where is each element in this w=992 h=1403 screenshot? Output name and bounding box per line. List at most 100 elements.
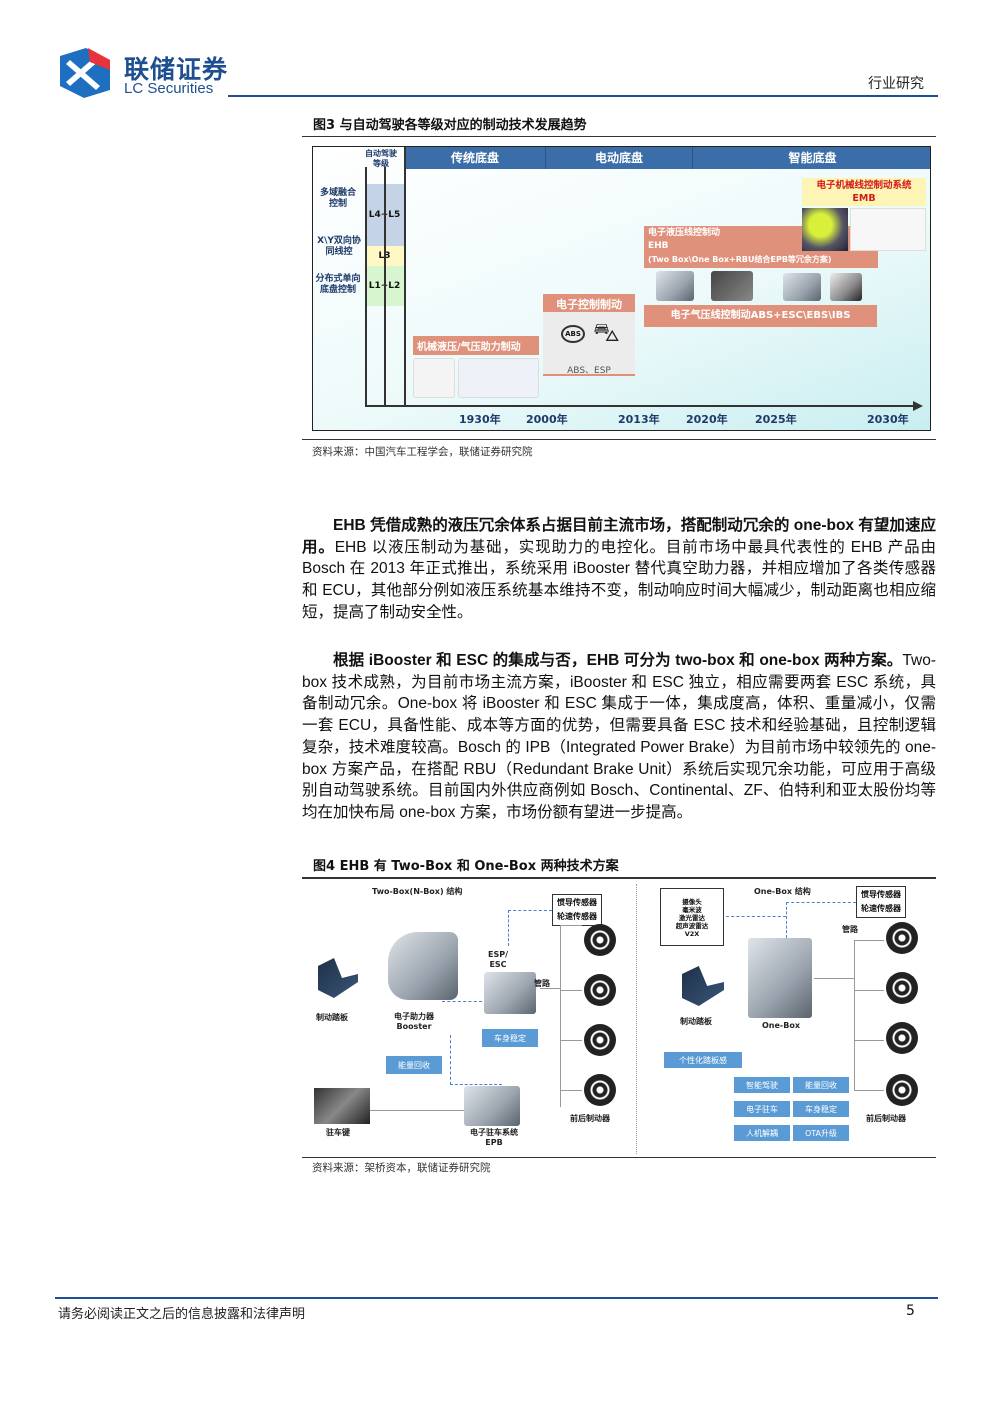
paragraph-ehb: EHB 凭借成熟的液压冗余体系占据目前主流市场，搭配制动冗余的 one-box …: [302, 515, 936, 624]
paragraph-body: EHB 以液压制动为基础，实现助力的电控化。目前市场中最具代表性的 EHB 产品…: [302, 538, 936, 621]
ehb-abbr: EHB: [648, 241, 669, 251]
year-2000: 2000年: [526, 413, 568, 426]
brand-name-cn: 联储证券: [124, 55, 229, 84]
mmwave-label: 毫米波: [682, 906, 702, 914]
axis-line: [384, 167, 386, 406]
page-number: 5: [906, 1303, 915, 1319]
pipe-line: [854, 940, 884, 941]
lidar-label: 激光雷达: [679, 914, 705, 922]
paragraph-lead: EHB 凭借成熟的液压冗余体系占据目前主流市场，搭配制动冗余的 one-box …: [302, 517, 936, 556]
year-2013: 2013年: [618, 413, 660, 426]
booster-cn: 电子助力器: [394, 1012, 434, 1021]
paragraph-box-schemes: 根据 iBooster 和 ESC 的集成与否，EHB 可分为 two-box …: [302, 650, 936, 824]
mechanical-brake-label: 机械液压/气压助力制动: [413, 336, 539, 355]
brake-disc-icon: [886, 1074, 918, 1106]
wheel-speed-sensor: 轮速传感器: [557, 912, 597, 921]
one-box-unit-label: One-Box: [762, 1021, 800, 1030]
company-logo-icon: [60, 48, 110, 98]
inertial-sensor: 惯导传感器: [861, 890, 901, 899]
brake-pedal-icon: [682, 966, 724, 1006]
pipe-line: [560, 990, 582, 991]
epb-en: EPB: [485, 1138, 503, 1147]
axis-line: [404, 147, 406, 406]
v2x-label: V2X: [684, 930, 700, 938]
column-traditional: 传统底盘: [405, 147, 546, 169]
function-box: 车身稳定: [793, 1101, 849, 1117]
ecb-sub-label: ABS、ESP: [567, 366, 611, 376]
figure3-title: 图3 与自动驾驶各等级对应的制动技术发展趋势: [313, 118, 587, 133]
year-1930: 1930年: [459, 413, 501, 426]
arrow-right-icon: [913, 401, 923, 411]
stability-box: 车身稳定: [482, 1029, 538, 1047]
column-electric: 电动底盘: [546, 147, 693, 169]
paragraph-body: Two-box 技术成熟，为目前市场主流方案，iBooster 和 ESC 独立…: [302, 652, 936, 821]
pipe-line: [560, 1090, 582, 1091]
level-desc-l3: X\Y双向协同线控: [317, 236, 361, 257]
one-box-sensors: 惯导传感器 轮速传感器: [856, 886, 906, 918]
function-box: 智能驾驶: [734, 1077, 790, 1093]
figure4-top-rule: [302, 877, 936, 879]
figure4-title: 图4 EHB 有 Two-Box 和 One-Box 两种技术方案: [313, 859, 619, 874]
pedal-feel-box: 个性化踏板感: [664, 1052, 742, 1068]
esp-text: ESP/: [488, 950, 509, 959]
brake-disc-icon: [886, 922, 918, 954]
epb-cn: 电子驻车系统: [470, 1128, 518, 1137]
booster-en: Booster: [396, 1022, 432, 1031]
pipe-line: [560, 925, 582, 926]
function-box: OTA升级: [793, 1125, 849, 1141]
emb-caliper-image: [802, 208, 848, 251]
pipe-line: [814, 978, 854, 979]
function-box: 人机解耦: [734, 1125, 790, 1141]
figure4-source: 资料来源：架桥资本，联储证券研究院: [312, 1162, 491, 1174]
pipe-line: [854, 940, 855, 1090]
esc-unit-image: [711, 271, 753, 301]
pipe-line: [854, 990, 884, 991]
level-desc-l1: 分布式单向底盘控制: [315, 274, 361, 295]
abs-icon: ABS: [561, 325, 585, 343]
level-desc-l4: 多域融合控制: [319, 188, 356, 209]
function-box: 电子驻车: [734, 1101, 790, 1117]
pipe-line: [854, 1090, 884, 1091]
signal-line: [508, 910, 552, 946]
footer-divider: [55, 1297, 938, 1299]
figure3-top-rule: [302, 136, 936, 137]
brand-name-en: LC Securities: [124, 80, 214, 97]
figure3-source: 资料来源：中国汽车工程学会，联储证券研究院: [312, 446, 533, 458]
figure3-bottom-rule: [302, 439, 936, 440]
epb-image: [464, 1086, 520, 1126]
figure3-timeline: 传统底盘 电动底盘 智能底盘 自动驾驶等级 L4~L5 L3 L1~L2 多域融…: [312, 146, 931, 431]
year-2025: 2025年: [755, 413, 797, 426]
two-box-pipe-label: 管路: [534, 979, 550, 988]
wheel-speed-sensor: 轮速传感器: [861, 904, 901, 913]
two-box-title: Two-Box(N-Box) 结构: [372, 887, 463, 896]
emb-title: 电子机械线控制动系统: [816, 180, 912, 191]
esp-car-skid-icon: ⛍: [593, 318, 620, 348]
connection-line: [370, 1110, 466, 1111]
brake-disc-icon: [886, 972, 918, 1004]
time-axis: [365, 405, 915, 407]
brake-disc-icon: [584, 1074, 616, 1106]
esp-label: ESP/ESC: [488, 950, 508, 970]
paragraph-lead: 根据 iBooster 和 ESC 的集成与否，EHB 可分为 two-box …: [333, 652, 903, 669]
figure4-diagram: Two-Box(N-Box) 结构 惯导传感器 轮速传感器 制动踏板 电子助力器…: [302, 880, 936, 1155]
pipe-line: [560, 925, 561, 1107]
signal-line: [786, 902, 856, 938]
one-box-pedal-label: 制动踏板: [680, 1017, 712, 1026]
header-divider: [228, 95, 938, 97]
ultrasonic-label: 超声波雷达: [675, 922, 709, 930]
figure4-bottom-rule: [302, 1157, 936, 1158]
one-box-image: [748, 938, 812, 1018]
pipe-line: [854, 1040, 884, 1041]
esc-text: ESC: [489, 960, 507, 969]
signal-line: [726, 916, 786, 917]
axis-line: [365, 167, 367, 406]
mechanical-brake-image: [413, 358, 455, 398]
pneumatic-brake-image: [458, 358, 539, 398]
emb-abbr: EMB: [852, 193, 876, 204]
year-2020: 2020年: [686, 413, 728, 426]
two-box-pedal-label: 制动踏板: [316, 1013, 348, 1022]
ibooster-image: [656, 271, 694, 301]
emb-box: 电子机械线控制动系统 EMB: [802, 178, 926, 206]
